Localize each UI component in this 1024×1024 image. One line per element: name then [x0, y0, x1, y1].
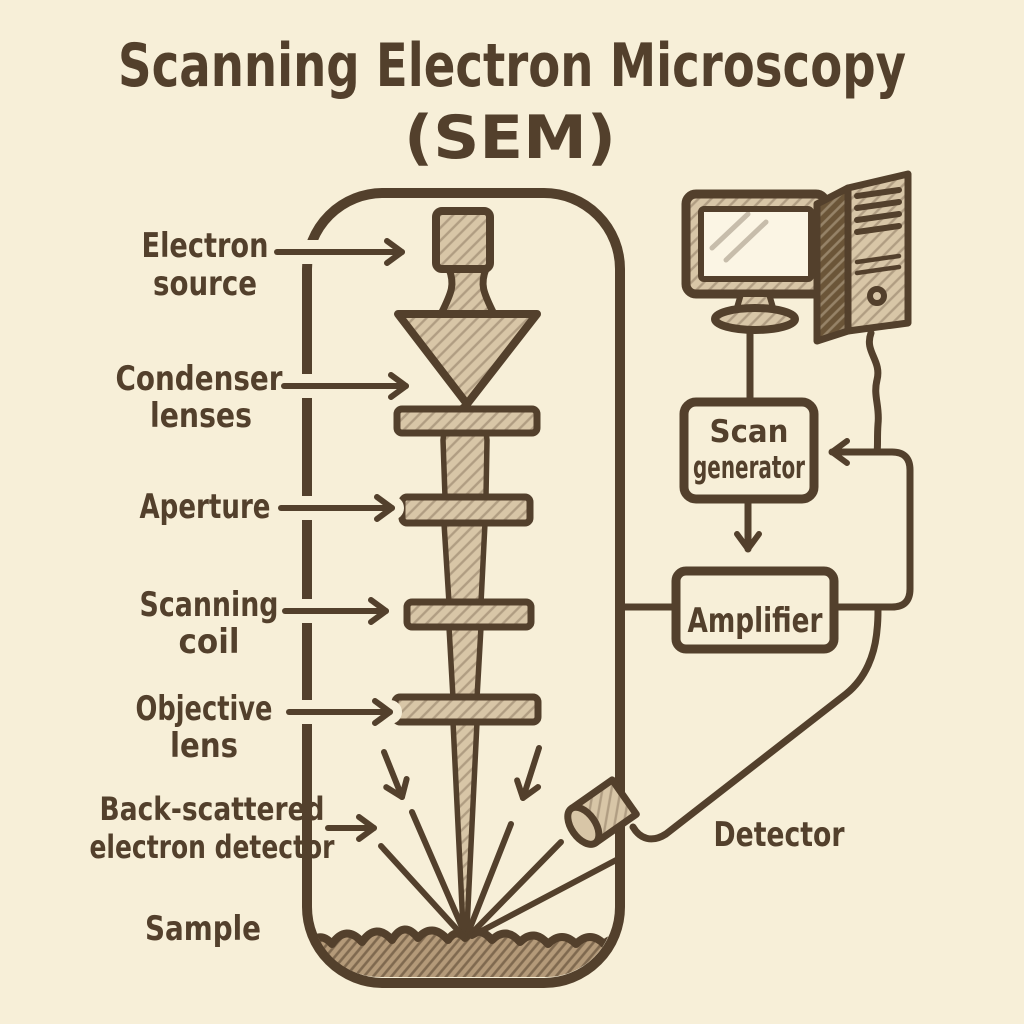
label-condenser-lenses-1: Condenser	[116, 359, 283, 399]
drive-slot-line	[854, 253, 902, 265]
screen-reflection	[723, 219, 769, 263]
scattered-electron-rays	[378, 809, 623, 939]
label-aperture: Aperture	[140, 487, 271, 527]
incident-ray-arrows	[381, 745, 542, 801]
column-chamber-outline	[302, 188, 625, 988]
label-scanning-coil-2: coil	[179, 622, 240, 662]
scatter-ray	[467, 839, 564, 938]
scatter-ray	[469, 855, 623, 939]
sem-column	[302, 188, 625, 988]
electron-source-box	[432, 207, 494, 273]
condenser-cone	[394, 310, 541, 408]
computer-monitor	[681, 189, 831, 334]
monitor-screen	[698, 206, 814, 282]
label-sample: Sample	[145, 909, 261, 949]
scan-generator-label-1: Scan	[710, 414, 789, 450]
component-labels: Electron source Condenser lenses Apertur…	[90, 226, 335, 949]
monitor-stand-base	[711, 304, 799, 334]
diagram-title: Scanning Electron Microscopy (SEM)	[118, 31, 906, 173]
scan-generator-box: Scan generator	[679, 397, 819, 504]
down-arrow-left	[381, 749, 410, 800]
callout-arrows	[265, 238, 418, 842]
tower-vents	[854, 187, 902, 276]
vent-line	[854, 187, 902, 199]
label-electron-source-2: source	[153, 264, 257, 304]
wire-feedback-loop	[832, 448, 914, 611]
down-arrow-right	[514, 745, 542, 801]
scatter-ray	[378, 843, 466, 939]
detector-face	[564, 803, 603, 848]
wire-detector-to-amplifier	[629, 605, 882, 843]
label-detector: Detector	[714, 815, 845, 855]
screen-reflection	[709, 211, 751, 251]
scan-generator-label-2: generator	[693, 450, 805, 486]
vent-line	[854, 223, 902, 235]
scatter-ray	[465, 821, 514, 936]
title-line-2: (SEM)	[404, 103, 616, 173]
vent-line	[854, 211, 902, 223]
signal-wires	[619, 326, 914, 843]
label-objective-lens-1: Objective	[136, 689, 273, 729]
amplifier-box: Amplifier	[671, 566, 839, 654]
vent-line	[854, 199, 902, 211]
amplifier-label: Amplifier	[688, 601, 823, 641]
aperture-bar	[398, 493, 534, 527]
scatter-ray	[409, 809, 468, 937]
scanning-coil-bar	[403, 598, 535, 631]
title-line-1: Scanning Electron Microscopy	[118, 31, 906, 101]
wire-tower-cable	[865, 329, 882, 456]
label-backscattered-1: Back-scattered	[100, 790, 325, 828]
power-button	[867, 286, 887, 306]
label-condenser-lenses-2: lenses	[150, 396, 252, 436]
drive-slot-line	[854, 264, 902, 276]
label-objective-lens-2: lens	[170, 726, 238, 766]
electron-gun-neck	[437, 265, 498, 318]
computer-tower	[813, 170, 912, 345]
amplifier-outline	[671, 566, 839, 654]
label-backscattered-2: electron detector	[90, 828, 335, 866]
tower-side-panel	[813, 184, 852, 345]
condenser-lens-bar	[393, 405, 541, 437]
label-scanning-coil-1: Scanning	[140, 585, 279, 625]
detector-cylinder	[564, 776, 640, 848]
objective-lens-bar	[391, 693, 542, 726]
label-electron-source-1: Electron	[142, 226, 269, 266]
